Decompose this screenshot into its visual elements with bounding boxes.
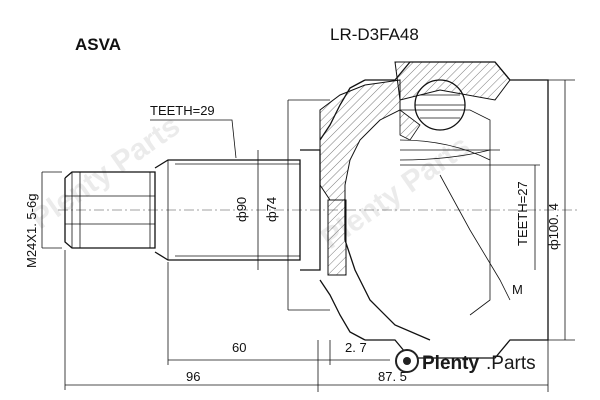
teeth-29-label: TEETH=29 xyxy=(150,103,215,118)
splined-shaft xyxy=(154,159,301,261)
teeth-27-label: TEETH=27 xyxy=(515,181,530,246)
thread-spec-label: M24X1. 5-6g xyxy=(24,194,39,268)
length-96-label: 96 xyxy=(186,369,200,384)
outer-housing xyxy=(319,61,549,359)
dimension-lines xyxy=(41,79,575,392)
watermark-brand-main: Plenty xyxy=(422,353,479,374)
abs-ring xyxy=(327,199,347,276)
marker-m-label: M xyxy=(512,282,523,297)
diameter-100-4-label: ф100. 4 xyxy=(546,203,561,250)
threaded-stub xyxy=(64,171,156,249)
brand-label: ASVA xyxy=(75,35,121,54)
length-87-5-label: 87. 5 xyxy=(378,369,407,384)
inner-ball xyxy=(399,79,491,161)
length-2-7-label: 2. 7 xyxy=(345,340,367,355)
diameter-90-label: ф90 xyxy=(234,197,249,222)
length-60-label: 60 xyxy=(232,340,246,355)
plenty-parts-watermark: Plenty .Parts xyxy=(395,349,536,374)
diameter-74-label: ф74 xyxy=(264,197,279,222)
watermark-brand-suffix: .Parts xyxy=(486,353,536,374)
part-number: LR-D3FA48 xyxy=(330,25,419,44)
